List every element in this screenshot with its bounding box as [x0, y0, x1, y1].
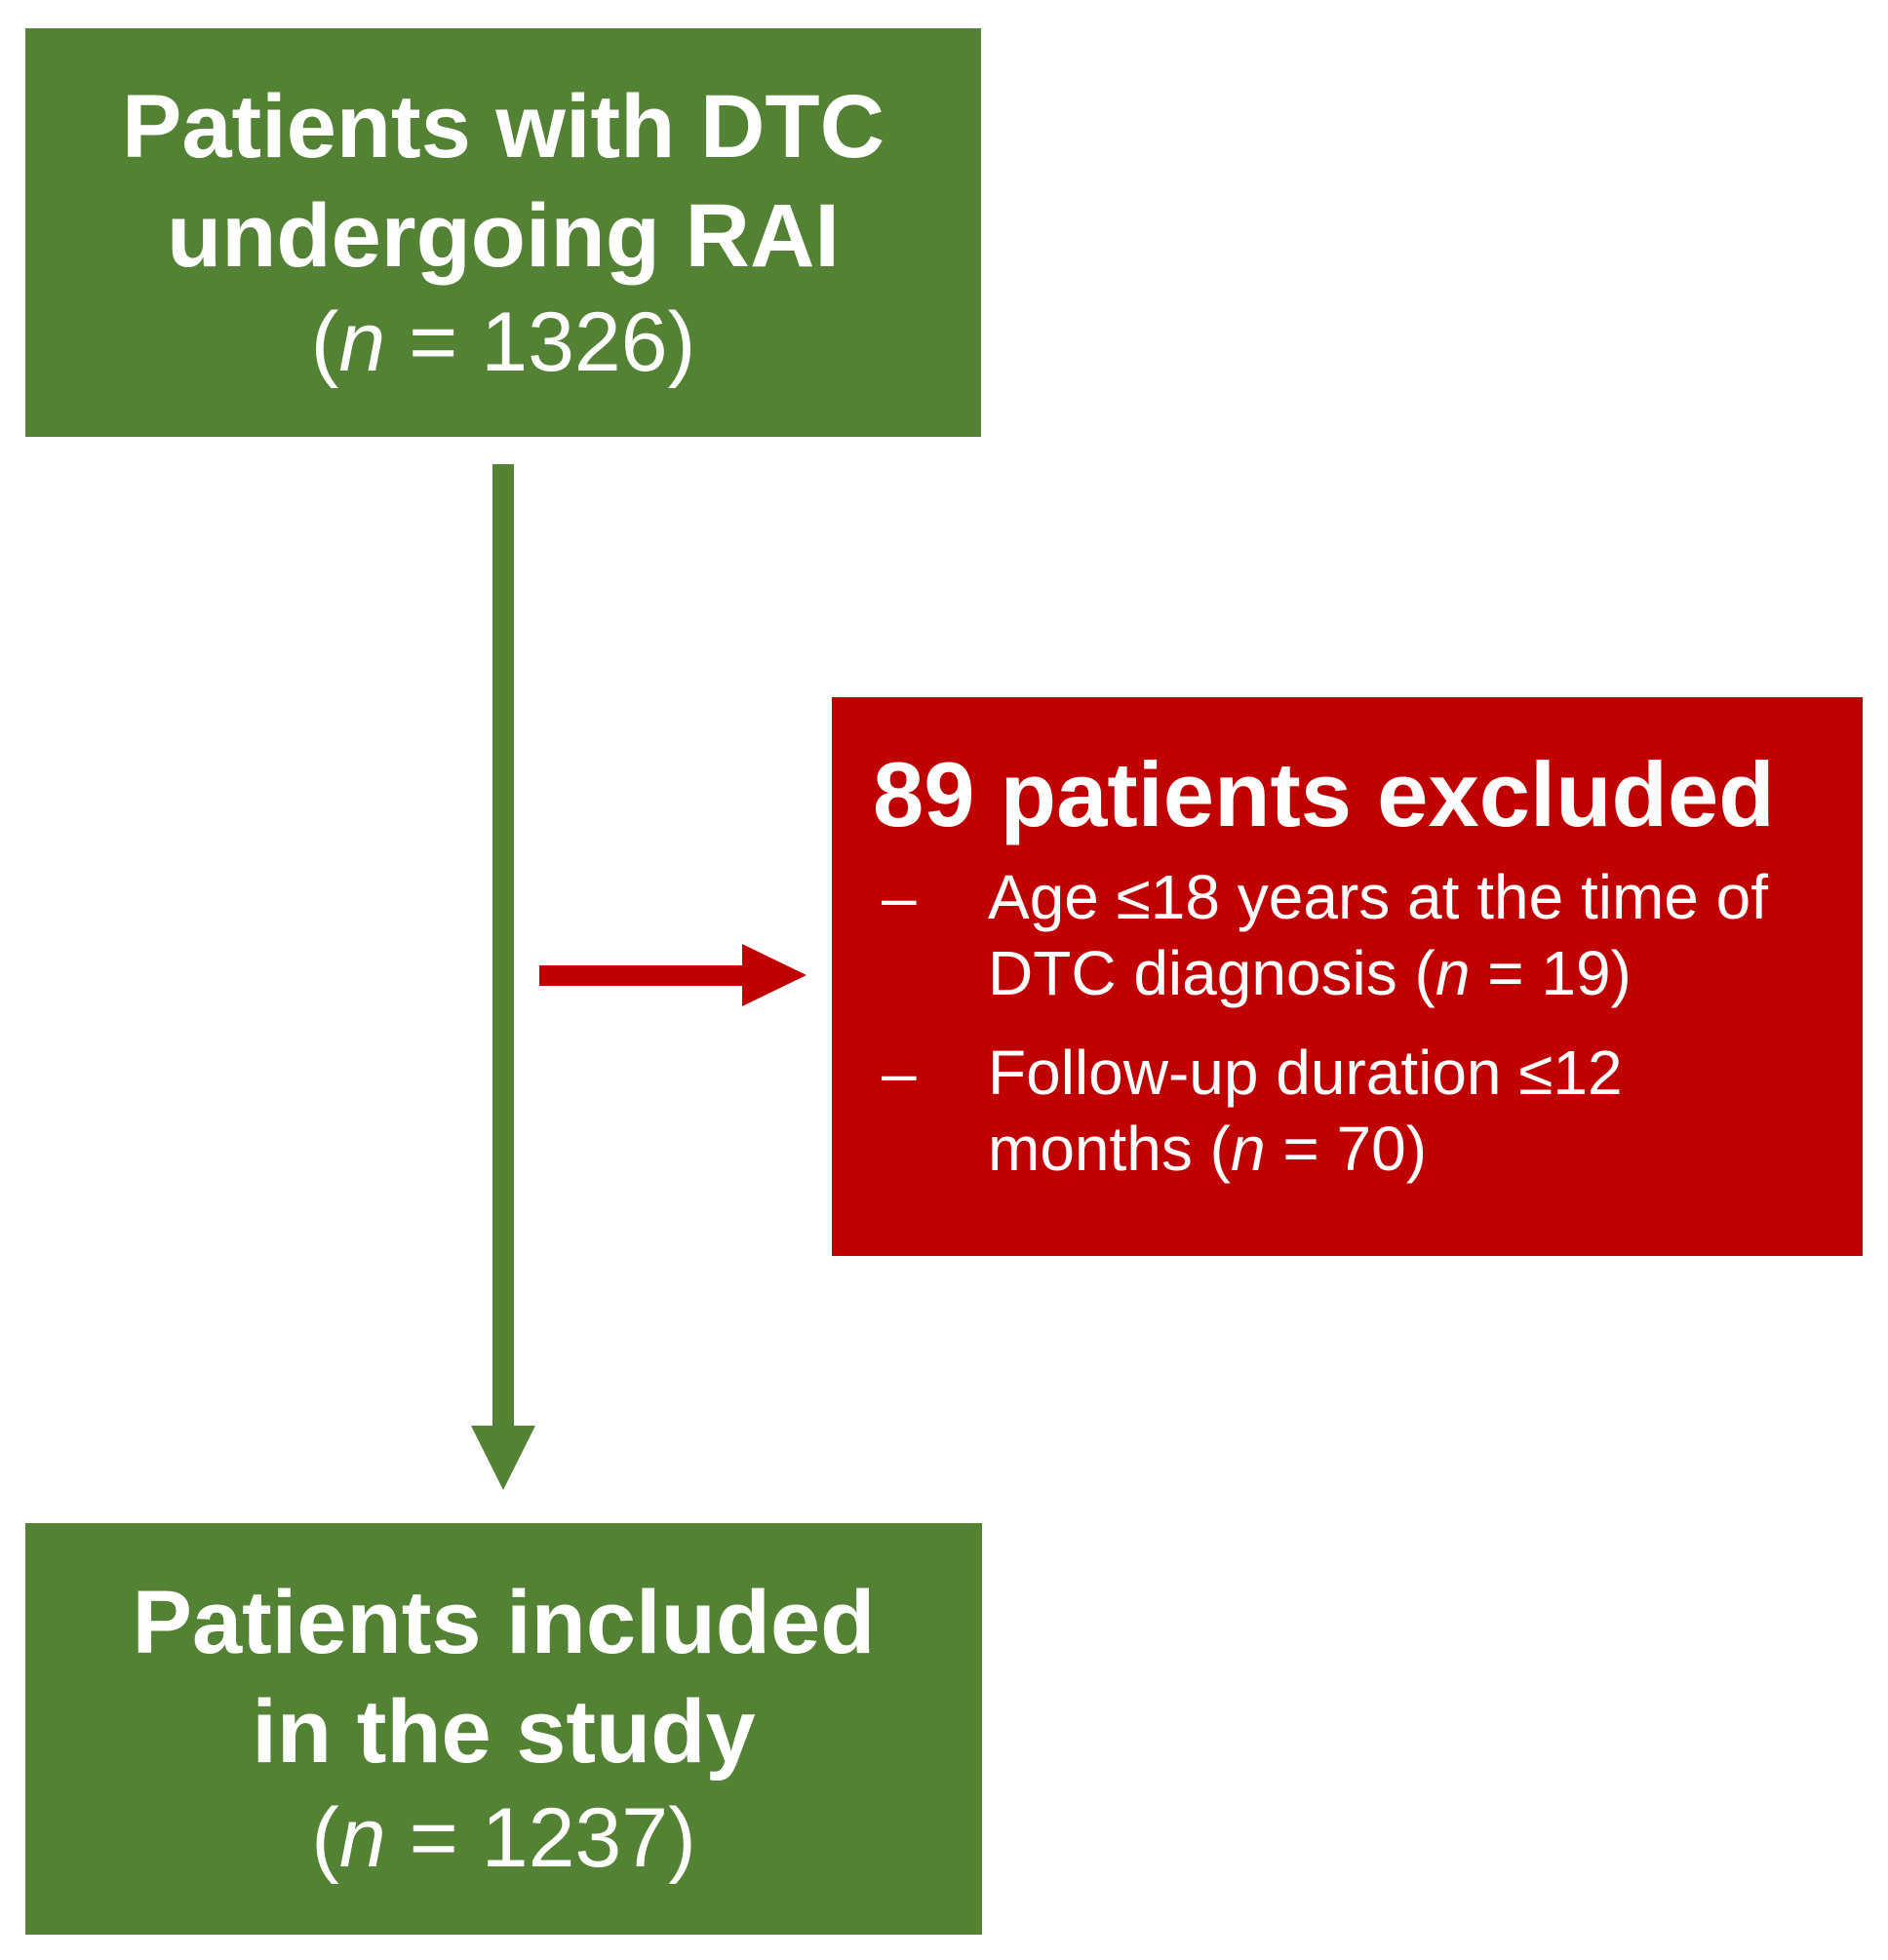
excluded-heading: 89 patients excluded	[873, 743, 1775, 845]
exclusion-item-n-value: = 19)	[1470, 938, 1632, 1008]
included-box-count-var: n	[338, 1791, 386, 1885]
down-arrow-head-icon	[471, 1426, 535, 1490]
top-box-count-var: n	[338, 294, 386, 389]
top-box-title-line-2: undergoing RAI	[167, 185, 840, 286]
included-box-title-line-2: in the study	[252, 1682, 756, 1782]
exclusion-item-bullet: –	[882, 1038, 917, 1108]
excluded-list: – Age ≤18 years at the time of DTC diagn…	[873, 859, 1843, 1187]
box-patients-included: Patients included in the study (n = 1237…	[25, 1523, 982, 1935]
exclusion-arrow-shaft	[539, 965, 742, 986]
box-patients-excluded: 89 patients excluded – Age ≤18 years at …	[832, 697, 1863, 1256]
exclusion-item-n-value: = 70)	[1265, 1114, 1427, 1184]
top-box-title-line-1: Patients with DTC	[121, 76, 885, 176]
exclusion-item-text-main: Follow-up duration ≤12 months (	[988, 1038, 1623, 1184]
down-arrow-shaft	[492, 464, 514, 1427]
included-box-title-line-1: Patients included	[132, 1573, 876, 1672]
top-box-count: (n = 1326)	[311, 291, 695, 394]
exclusion-item-n-var: n	[1435, 938, 1471, 1008]
exclusion-item-text: Age ≤18 years at the time of DTC diagnos…	[988, 859, 1843, 1011]
exclusion-item-age: – Age ≤18 years at the time of DTC diagn…	[882, 859, 1843, 1011]
exclusion-item-text: Follow-up duration ≤12 months (n = 70)	[988, 1035, 1843, 1187]
exclusion-arrow-head-icon	[742, 944, 806, 1006]
exclusion-item-followup: – Follow-up duration ≤12 months (n = 70)	[882, 1035, 1843, 1187]
box-patients-with-dtc: Patients with DTC undergoing RAI (n = 13…	[25, 28, 981, 437]
included-box-count-open: (	[311, 1791, 339, 1885]
exclusion-item-text-main: Age ≤18 years at the time of DTC diagnos…	[988, 862, 1768, 1008]
included-box-count-value: = 1237)	[385, 1791, 696, 1885]
top-box-count-open: (	[310, 294, 339, 389]
exclusion-item-bullet: –	[882, 862, 917, 932]
included-box-count: (n = 1237)	[311, 1786, 695, 1890]
top-box-count-value: = 1326)	[385, 294, 696, 389]
exclusion-item-n-var: n	[1230, 1114, 1266, 1184]
